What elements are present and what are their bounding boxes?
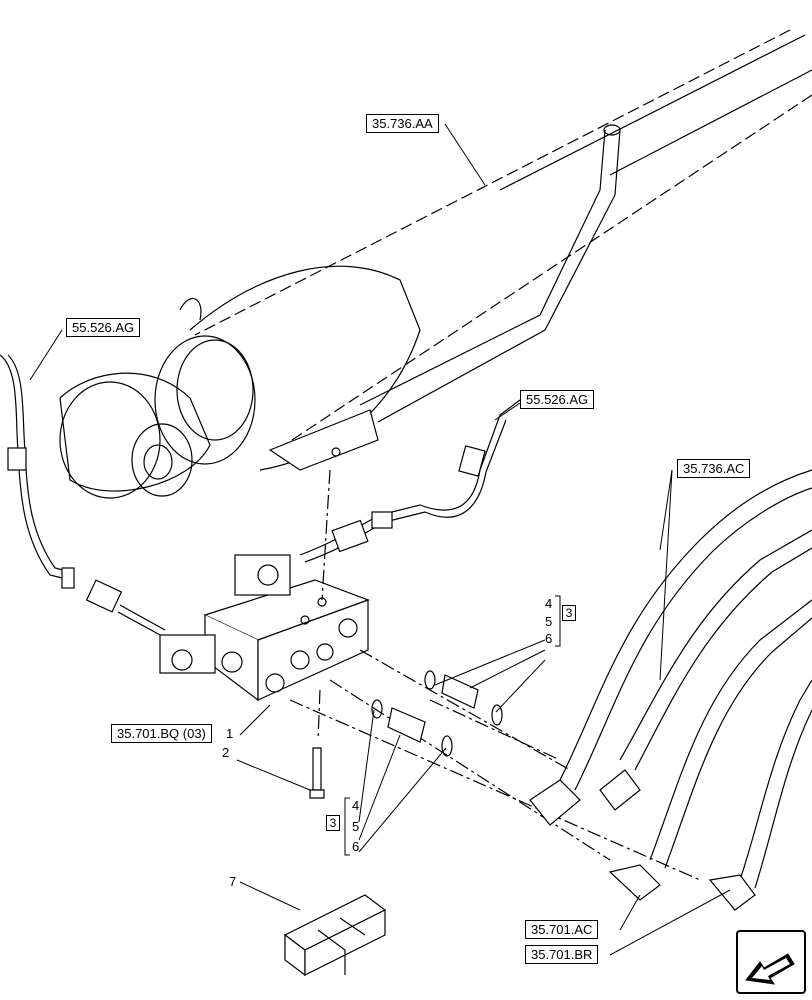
next-page-button[interactable] (736, 930, 806, 994)
bolt (309, 747, 325, 799)
fittings-upper (424, 670, 503, 726)
ref-label-fitting-left[interactable]: 35.701.AC (525, 920, 599, 939)
callout-bracket-upper (555, 595, 561, 647)
valve-block (159, 554, 370, 702)
ref-label-hoses[interactable]: 35.736.AC (677, 459, 751, 478)
item-number-2: 2 (222, 745, 230, 760)
callout-bracket-lower (344, 797, 350, 856)
hydraulic-cylinder (59, 29, 812, 499)
ref-label-valve[interactable]: 35.701.BQ (03) (111, 724, 212, 743)
next-page-arrow-icon (745, 953, 795, 985)
wiring-harness-right (299, 399, 521, 563)
callout-lower-5: 5 (352, 819, 360, 834)
callout-upper-5: 5 (545, 614, 553, 629)
callout-upper-6: 6 (545, 631, 553, 646)
fittings-lower (371, 699, 453, 757)
item-number-1: 1 (226, 726, 234, 741)
ref-label-fitting-right[interactable]: 35.701.BR (525, 945, 599, 964)
routing-lines (289, 469, 701, 881)
wiring-harness-left (0, 354, 166, 637)
kit-box (283, 894, 387, 977)
ref-label-cylinder[interactable]: 35.736.AA (366, 114, 439, 133)
ref-label-harness-left[interactable]: 55.526.AG (66, 318, 141, 337)
hydraulic-hoses (529, 469, 812, 911)
leader-lines (29, 123, 731, 956)
callout-lower-6: 6 (352, 839, 360, 854)
callout-lower-group-3: 3 (326, 815, 340, 831)
callout-upper-group-3: 3 (562, 605, 576, 621)
item-number-7: 7 (229, 874, 237, 889)
callout-upper-4: 4 (545, 596, 553, 611)
callout-lower-4: 4 (352, 798, 360, 813)
ref-label-harness-right[interactable]: 55.526.AG (520, 390, 595, 409)
